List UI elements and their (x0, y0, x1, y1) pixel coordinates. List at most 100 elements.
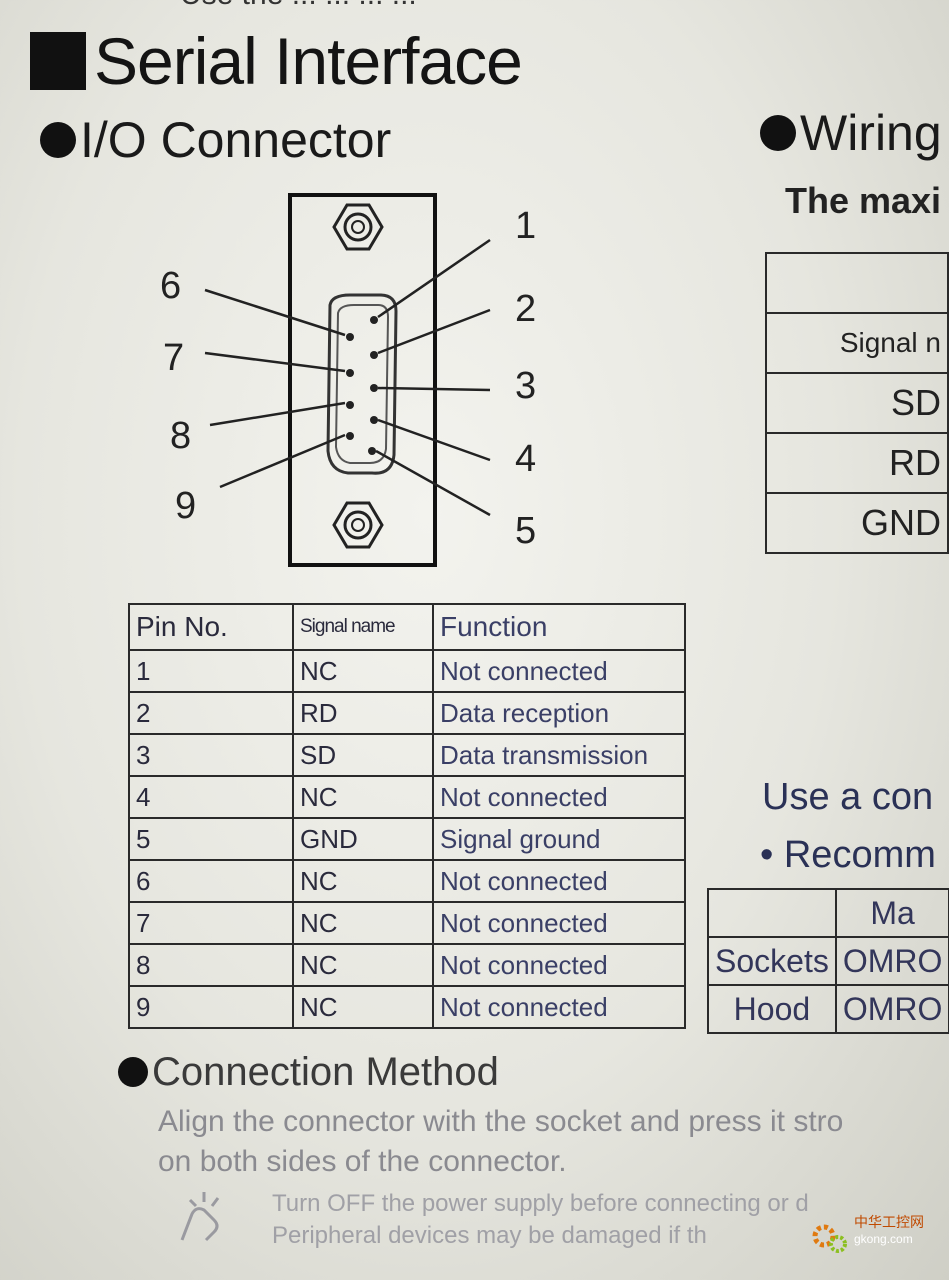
function-cell: Not connected (432, 775, 686, 819)
bottom-screw-icon (332, 501, 384, 549)
header-pin-no: Pin No. (128, 603, 294, 651)
pin-label-3: 3 (515, 365, 537, 407)
paragraph-line: on both sides of the connector. (158, 1145, 567, 1178)
cut-off-text: Use the ... ... ... ... (180, 0, 417, 12)
table-row: Sockets OMRO (707, 936, 949, 986)
caution-note: Turn OFF the power supply before connect… (272, 1188, 809, 1252)
function-cell: Not connected (432, 943, 686, 987)
table-row: Ma (707, 888, 949, 938)
table-row: Signal n (765, 312, 949, 374)
pin-cell: 4 (128, 775, 294, 819)
top-screw-icon (332, 203, 384, 251)
dsub-connector-diagram (204, 193, 491, 567)
wiring-heading-text: Wiring (800, 105, 942, 161)
table-row: RD (765, 432, 949, 494)
table-row (765, 252, 949, 314)
function-cell: Not connected (432, 649, 686, 693)
watermark-logo-text: 中华工控网 (854, 1214, 924, 1230)
connection-method-heading: Connection Method (118, 1052, 499, 1092)
pin-cell: 5 (128, 817, 294, 861)
section-title-text: Serial Interface (94, 24, 523, 98)
signal-cell: NC (292, 859, 434, 903)
note-line: Turn OFF the power supply before connect… (272, 1190, 809, 1217)
pin-label-5: 5 (515, 510, 537, 552)
connector-frame (288, 193, 437, 567)
wiring-header-cell: Signal n (765, 312, 949, 374)
function-cell: Not connected (432, 859, 686, 903)
pin-cell: 9 (128, 985, 294, 1029)
function-cell: Data transmission (432, 733, 686, 777)
pin-label-7: 7 (163, 337, 185, 379)
pin-label-6: 6 (160, 265, 182, 307)
gear-icon (812, 1224, 847, 1253)
wiring-signal-cell: RD (765, 432, 949, 494)
maker-cell: OMRO (834, 984, 949, 1034)
watermark-logo: 中华工控网 gkong.com (810, 1212, 924, 1253)
pin-cell: 2 (128, 691, 294, 735)
signal-cell: NC (292, 901, 434, 945)
parts-header-maker: Ma (834, 888, 949, 938)
part-cell: Hood (707, 984, 837, 1034)
circle-bullet-icon (118, 1057, 148, 1087)
signal-cell: NC (292, 649, 434, 693)
table-header-row: Pin No. Signal name Function (128, 603, 686, 651)
signal-cell: NC (292, 985, 434, 1029)
wiring-top-cell (765, 252, 949, 314)
pin-label-4: 4 (515, 438, 537, 480)
function-cell: Not connected (432, 901, 686, 945)
circle-bullet-icon (760, 115, 796, 151)
circle-bullet-icon (40, 122, 76, 158)
recommended-text: • Recomm (760, 834, 936, 876)
wiring-signal-table: Signal n SD RD GND (765, 252, 949, 554)
caution-hand-icon (180, 1192, 220, 1242)
table-row: GND (765, 492, 949, 554)
wiring-signal-cell: SD (765, 372, 949, 434)
function-cell: Data reception (432, 691, 686, 735)
pin-leader-lines (204, 238, 491, 517)
header-signal-name: Signal name (292, 603, 434, 651)
part-cell: Sockets (707, 936, 837, 986)
dsub-shell (326, 293, 398, 475)
section-title: Serial Interface (30, 24, 523, 98)
io-connector-heading-text: I/O Connector (80, 112, 392, 168)
pin-cell: 3 (128, 733, 294, 777)
header-function: Function (432, 603, 686, 651)
pin-label-2: 2 (515, 288, 537, 330)
pin-cell: 8 (128, 943, 294, 987)
pin-label-1: 1 (515, 205, 537, 247)
signal-cell: NC (292, 775, 434, 819)
pin-cell: 6 (128, 859, 294, 903)
function-cell: Not connected (432, 985, 686, 1029)
parts-header-blank (707, 888, 837, 938)
pin-cell: 7 (128, 901, 294, 945)
square-bullet-icon (30, 32, 86, 90)
signal-cell: GND (292, 817, 434, 861)
recommended-parts-table: Ma Sockets OMRO Hood OMRO (707, 888, 949, 1034)
wiring-signal-cell: GND (765, 492, 949, 554)
connection-method-paragraph: Align the connector with the socket and … (158, 1102, 843, 1182)
paragraph-line: Align the connector with the socket and … (158, 1105, 844, 1138)
wiring-heading: Wiring (760, 108, 942, 158)
pin-holes (346, 316, 378, 455)
io-connector-heading: I/O Connector (40, 115, 391, 165)
table-row: Hood OMRO (707, 984, 949, 1034)
note-line: Peripheral devices may be damaged if th (272, 1222, 707, 1249)
table-row: SD (765, 372, 949, 434)
use-connector-text: Use a con (762, 776, 934, 818)
connection-method-heading-text: Connection Method (152, 1050, 499, 1094)
pin-label-8: 8 (170, 415, 192, 457)
signal-cell: RD (292, 691, 434, 735)
watermark-site: gkong.com (854, 1232, 913, 1246)
pin-label-9: 9 (175, 485, 197, 527)
wiring-description: The maxi (785, 180, 942, 221)
